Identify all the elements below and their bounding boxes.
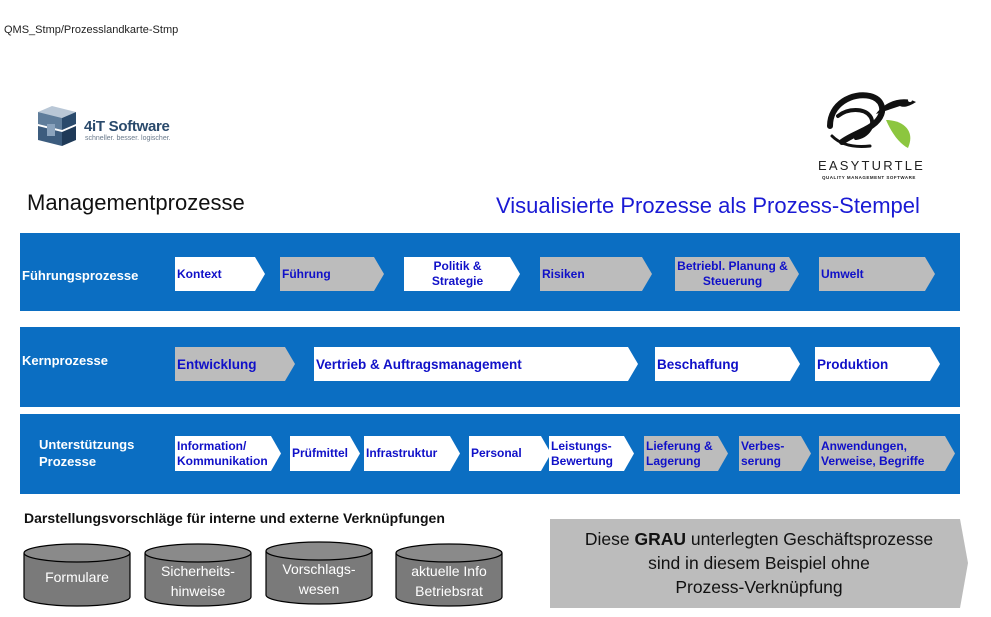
- software-logo-tagline: schneller. besser. logischer.: [85, 135, 171, 142]
- process-infrastruktur[interactable]: Infrastruktur: [364, 436, 460, 471]
- process-beschaffung[interactable]: Beschaffung: [655, 347, 800, 381]
- process-kontext[interactable]: Kontext: [175, 257, 265, 291]
- fuehrung-band: Führungsprozesse Kontext Führung Politik…: [20, 233, 960, 311]
- management-heading: Managementprozesse: [27, 190, 245, 215]
- fuehrung-band-label: Führungsprozesse: [22, 268, 139, 283]
- software-logo: 4iT Software schneller. besser. logische…: [34, 106, 184, 152]
- process-verbesserung[interactable]: Verbes-serung: [739, 436, 811, 471]
- process-risiken[interactable]: Risiken: [540, 257, 652, 291]
- kern-band: Kernprozesse Entwicklung Vertrieb & Auft…: [20, 327, 960, 407]
- process-fuehrung[interactable]: Führung: [280, 257, 384, 291]
- breadcrumb: QMS_Stmp/Prozesslandkarte-Stmp: [4, 24, 179, 36]
- process-entwicklung[interactable]: Entwicklung: [175, 347, 295, 381]
- process-information-kommunikation[interactable]: Information/Kommunikation: [175, 436, 281, 471]
- software-logo-name: 4iT Software: [84, 118, 170, 135]
- note-line-2: sind in diesem Beispiel ohne: [648, 553, 870, 573]
- note-arrow-shape: [550, 519, 968, 608]
- link-formulare[interactable]: Formulare: [22, 543, 132, 607]
- unterstuetzung-band: Unterstützungs Prozesse Information/Komm…: [20, 414, 960, 494]
- kern-band-label: Kernprozesse: [22, 353, 108, 368]
- note-line-3: Prozess-Verknüpfung: [675, 577, 843, 597]
- note-line-1: Diese GRAU unterlegten Geschäftsprozesse: [584, 529, 934, 549]
- process-umwelt[interactable]: Umwelt: [819, 257, 935, 291]
- link-sicherheitshinweise[interactable]: Sicherheits-hinweise: [143, 543, 253, 607]
- process-pruefmittel[interactable]: Prüfmittel: [290, 436, 360, 471]
- easyturtle-logo-name: EASYTURTLE: [818, 158, 926, 173]
- process-anwendungen-verweise[interactable]: Anwendungen,Verweise, Begriffe: [819, 436, 955, 471]
- database-cylinder-icon: [144, 543, 252, 607]
- database-cylinder-icon: [395, 543, 503, 607]
- cube-logo-icon: [38, 106, 76, 146]
- links-title: Darstellungsvorschläge für interne und e…: [24, 510, 445, 526]
- process-politik-strategie[interactable]: Politik &Strategie: [404, 257, 520, 291]
- process-lieferung-lagerung[interactable]: Lieferung &Lagerung: [644, 436, 728, 471]
- easyturtle-logo: EASYTURTLE QUALITY MANAGEMENT SOFTWARE: [812, 86, 932, 186]
- unterstuetzung-band-label: Unterstützungs Prozesse: [39, 437, 135, 469]
- process-personal[interactable]: Personal: [469, 436, 551, 471]
- visualization-heading: Visualisierte Prozesse als Prozess-Stemp…: [496, 193, 920, 218]
- process-vertrieb-auftragsmanagement[interactable]: Vertrieb & Auftragsmanagement: [314, 347, 638, 381]
- database-cylinder-icon: [23, 543, 131, 607]
- link-vorschlagswesen[interactable]: Vorschlags-wesen: [264, 541, 374, 605]
- turtle-icon: [827, 92, 916, 148]
- process-produktion[interactable]: Produktion: [815, 347, 940, 381]
- grey-process-note: Diese GRAU unterlegten Geschäftsprozesse…: [550, 519, 968, 608]
- database-cylinder-icon: [265, 541, 373, 605]
- process-betriebl-planung[interactable]: Betriebl. Planung &Steuerung: [675, 257, 799, 291]
- process-leistungsbewertung[interactable]: Leistungs-Bewertung: [549, 436, 634, 471]
- easyturtle-logo-tagline: QUALITY MANAGEMENT SOFTWARE: [822, 175, 916, 180]
